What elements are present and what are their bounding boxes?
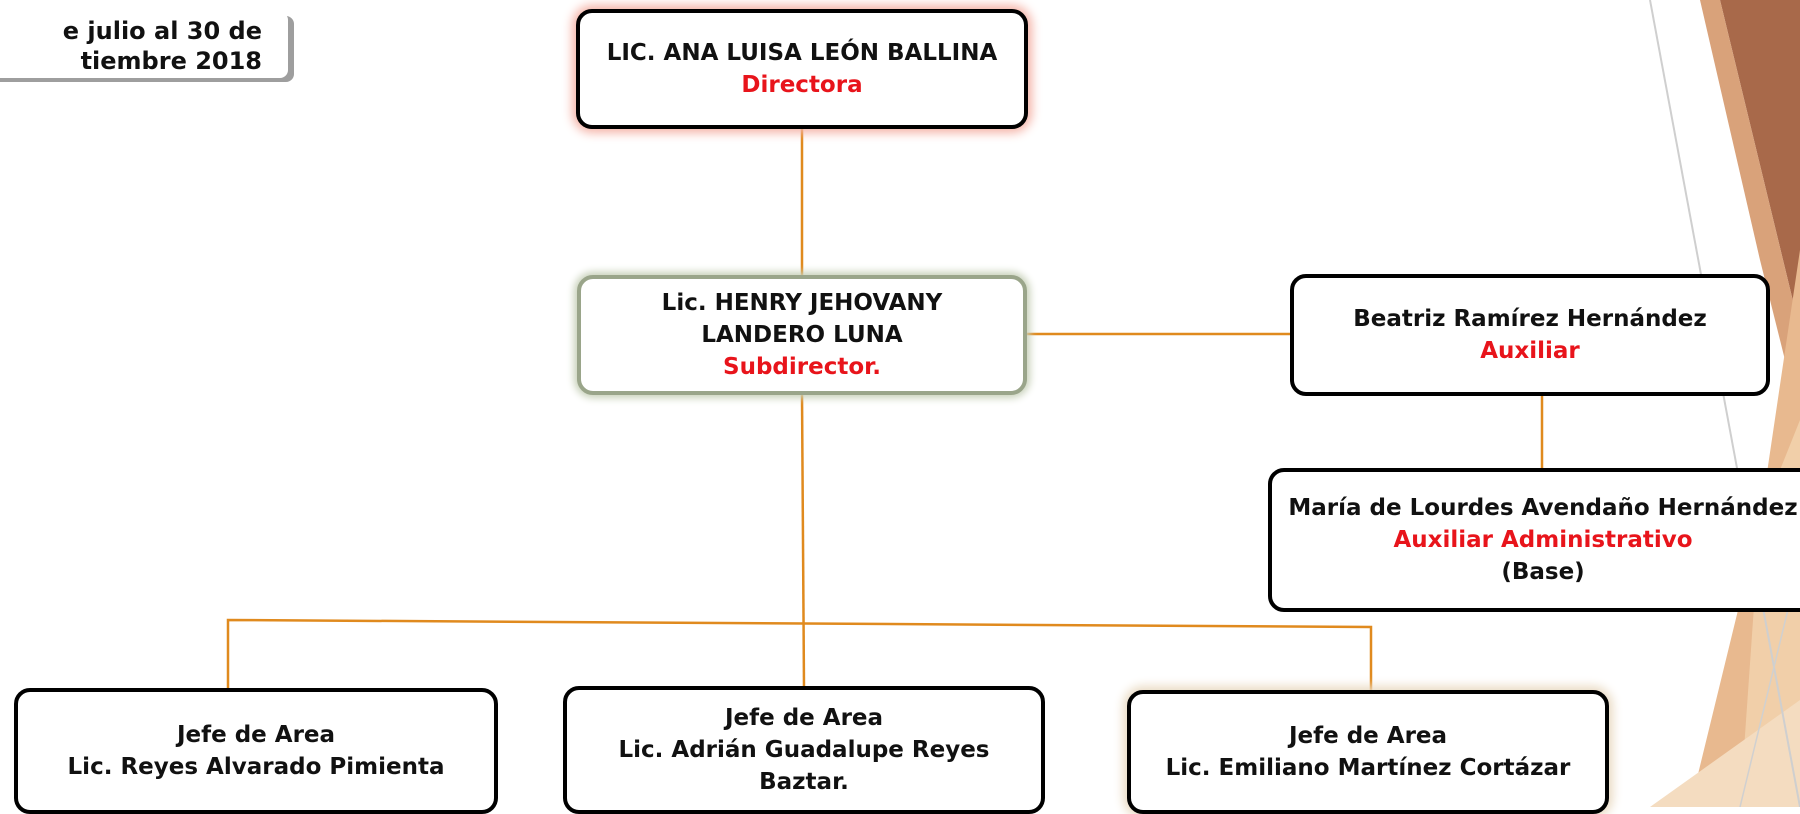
jefe-2-title: Jefe de Area	[724, 705, 884, 731]
subdirector-name-line-1: Lic. HENRY JEHOVANY	[661, 290, 943, 316]
aux-admin-role: Auxiliar Administrativo	[1393, 527, 1693, 553]
subdirector-box: Lic. HENRY JEHOVANY LANDERO LUNA Subdire…	[577, 275, 1027, 395]
jefe-area-box-3: Jefe de Area Lic. Emiliano Martínez Cort…	[1127, 690, 1609, 814]
jefe-1-title: Jefe de Area	[176, 722, 336, 748]
jefe-area-box-2: Jefe de Area Lic. Adrián Guadalupe Reyes…	[563, 686, 1045, 814]
date-range-badge: e julio al 30 de tiembre 2018	[0, 12, 288, 78]
director-role: Directora	[741, 72, 863, 98]
jefe-1-name: Lic. Reyes Alvarado Pimienta	[67, 754, 445, 780]
jefe-area-box-1: Jefe de Area Lic. Reyes Alvarado Pimient…	[14, 688, 498, 814]
connector-jefes-bus	[226, 618, 1373, 690]
subdirector-name-line-2: LANDERO LUNA	[701, 322, 903, 348]
connector-subdirector-jefes	[800, 394, 806, 689]
jefe-2-name-line-2: Baztar.	[759, 769, 849, 795]
jefe-2-name-line-1: Lic. Adrián Guadalupe Reyes	[618, 737, 990, 763]
auxiliar-role: Auxiliar	[1480, 338, 1580, 364]
date-line-1: e julio al 30 de	[62, 17, 262, 45]
jefe-3-title: Jefe de Area	[1288, 723, 1448, 749]
auxiliar-box: Beatriz Ramírez Hernández Auxiliar	[1290, 274, 1770, 396]
aux-admin-name: María de Lourdes Avendaño Hernández	[1288, 495, 1798, 521]
auxiliar-name: Beatriz Ramírez Hernández	[1353, 306, 1707, 332]
date-line-2: tiembre 2018	[80, 47, 262, 75]
aux-admin-note: (Base)	[1501, 559, 1585, 585]
subdirector-role: Subdirector.	[723, 354, 881, 380]
director-name: LIC. ANA LUISA LEÓN BALLINA	[606, 40, 998, 66]
director-box: LIC. ANA LUISA LEÓN BALLINA Directora	[576, 9, 1028, 129]
jefe-3-name: Lic. Emiliano Martínez Cortázar	[1165, 755, 1571, 781]
aux-admin-box: María de Lourdes Avendaño Hernández Auxi…	[1268, 468, 1800, 612]
